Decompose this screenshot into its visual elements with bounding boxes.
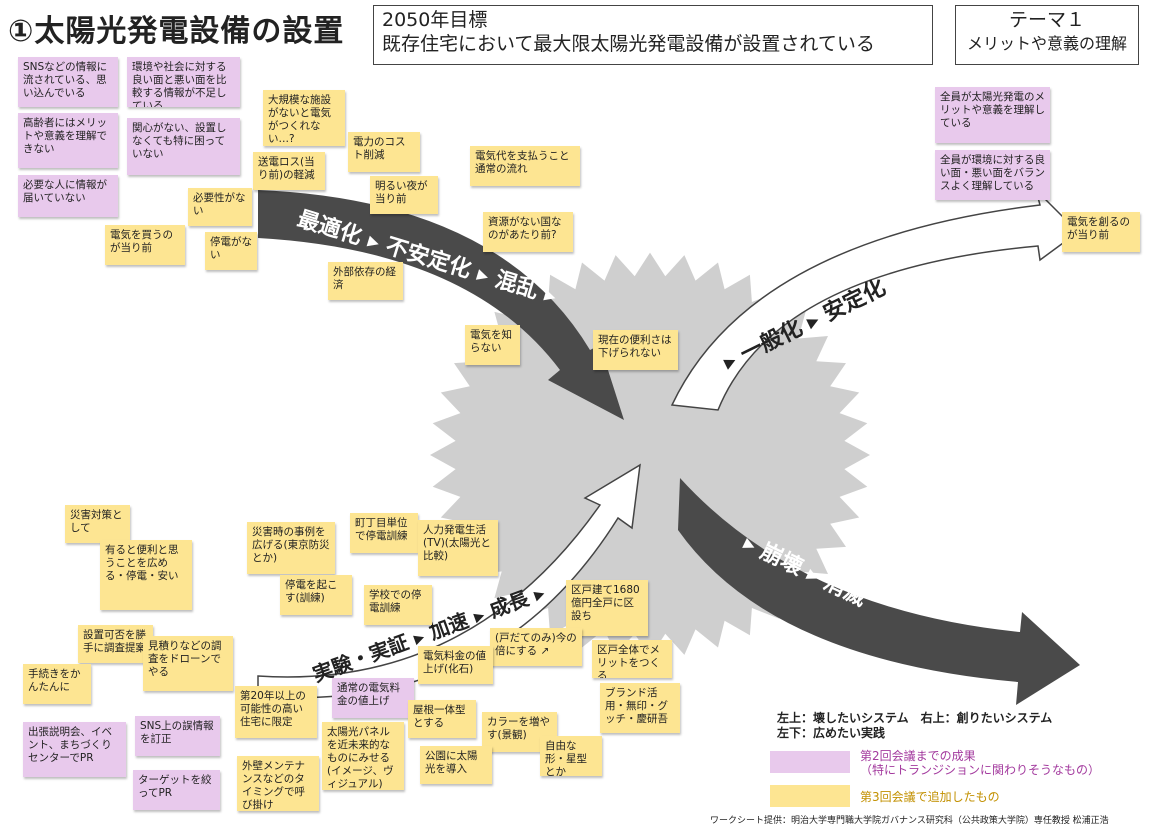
legend-swatch-yellow [770, 785, 850, 807]
sticky-note: 電気を創るのが当り前 [1062, 212, 1140, 252]
goal-year: 2050年目標 [382, 9, 488, 31]
sticky-note: 大規模な施設がないと電気がつくれない…? [263, 90, 345, 146]
sticky-note: 災害対策として [65, 505, 130, 543]
goal-box: 2050年目標 既存住宅において最大限太陽光発電設備が設置されている [373, 5, 933, 65]
sticky-note: 電気を買うのが当り前 [105, 225, 185, 265]
arrow-bottom-right [678, 478, 1080, 705]
legend-caption-line1: 左上：壊したいシステム 右上：創りたいシステム [777, 711, 1053, 725]
sticky-note: 外壁メンテナンスなどのタイミングで呼び掛け [237, 756, 319, 811]
sticky-note: 全員が環境に対する良い面・悪い面をバランスよく理解している [935, 150, 1050, 200]
sticky-note: 電気を知らない [465, 325, 520, 365]
sticky-note: 送電ロス(当り前)の軽減 [253, 152, 325, 190]
sticky-note: 出張説明会、イベント、まちづくりセンターでPR [23, 722, 126, 777]
sticky-note: 関心がない、設置しなくても特に困っていない [127, 118, 240, 175]
legend-caption-line2: 左下：広めたい実践 [777, 726, 886, 740]
sticky-note: 第20年以上の可能性の高い住宅に限定 [235, 686, 317, 738]
sticky-note: 高齢者にはメリットや意義を理解できない [18, 113, 118, 168]
theme-box: テーマ１ メリットや意義の理解 [955, 5, 1139, 65]
page-title: ①太陽光発電設備の設置 [8, 14, 345, 49]
sticky-note: 手続きをかんたんに [23, 664, 91, 704]
sticky-note: SNSなどの情報に流されている、思い込んでいる [18, 57, 118, 107]
sticky-note: (戸だてのみ)今の倍にする ↗ [490, 628, 582, 666]
sticky-note: 見積りなどの調査をドローンでやる [143, 636, 233, 691]
sticky-note: ブランド活用・無印・グッチ・慶研吾 [600, 683, 680, 733]
sticky-note: 公園に太陽光を導入 [420, 746, 492, 784]
sticky-note: 通常の電気料金の値上げ [332, 678, 414, 718]
sticky-note: 電力のコスト削減 [348, 132, 420, 172]
sticky-note: 必要性がない [188, 188, 252, 226]
sticky-note: 環境や社会に対する良い面と悪い面を比較する情報が不足している [127, 57, 240, 107]
sticky-note: 災害時の事例を広げる(東京防災とか) [247, 522, 335, 574]
sticky-note: 電気代を支払うこと通常の流れ [470, 146, 580, 186]
sticky-note: 資源がない国なのがあたり前? [483, 212, 573, 252]
sticky-note: 有ると便利と思うことを広める・停電・安い [100, 540, 192, 610]
sticky-note: 太陽光パネルを近未来的なものにみせる(イメージ、ヴィジュアル) [322, 722, 404, 790]
theme-number: テーマ１ [1008, 9, 1085, 31]
sticky-note: SNS上の誤情報を訂正 [135, 716, 220, 756]
sticky-note: 学校での停電訓練 [364, 585, 432, 625]
arrow-top-left [258, 190, 624, 420]
credit-line: ワークシート提供：明治大学専門職大学院ガバナンス研究科（公共政策大学院）専任教授… [710, 816, 1109, 826]
arrow-top-right [670, 187, 1080, 411]
sticky-note: 設置可否を勝手に調査提案 [78, 625, 153, 663]
sticky-note: 現在の便利さは下げられない [593, 330, 678, 370]
sticky-note: 全員が太陽光発電のメリットや意義を理解している [935, 87, 1050, 143]
legend-pink-label: 第2回会議までの成果 （特にトランジションに関わりそうなもの） [860, 749, 1100, 777]
legend-caption: 左上：壊したいシステム 右上：創りたいシステム 左下：広めたい実践 [777, 711, 1052, 741]
sticky-note: 町丁目単位で停電訓練 [350, 513, 418, 553]
sticky-note: 明るい夜が当り前 [370, 176, 438, 214]
legend-swatch-pink [770, 751, 850, 773]
sticky-note: 外部依存の経済 [328, 262, 403, 300]
theme-text: メリットや意義の理解 [966, 34, 1127, 53]
sticky-note: 区戸全体でメリットをつくる [592, 640, 672, 678]
sticky-note: 停電がない [205, 232, 257, 270]
legend-pink-line2: （特にトランジションに関わりそうなもの） [860, 763, 1101, 777]
goal-text: 既存住宅において最大限太陽光発電設備が設置されている [382, 33, 875, 55]
sticky-note: 屋根一体型とする [408, 700, 476, 738]
sticky-note: 区戸建て1680億円全戸に区設ち [566, 580, 648, 636]
sticky-note: 停電を起こす(訓練) [280, 575, 352, 615]
sticky-note: ターゲットを絞ってPR [133, 770, 220, 810]
sticky-note: 人力発電生活(TV)(太陽光と比較) [418, 520, 498, 576]
sticky-note: 必要な人に情報が届いていない [18, 175, 118, 217]
sticky-note: 自由な形・星型とか [540, 736, 602, 776]
legend-yellow-label: 第3回会議で追加したもの [860, 790, 1000, 804]
legend-pink-line1: 第2回会議までの成果 [860, 749, 976, 763]
sticky-note: 電気料金の値上げ(化石) [418, 646, 493, 684]
